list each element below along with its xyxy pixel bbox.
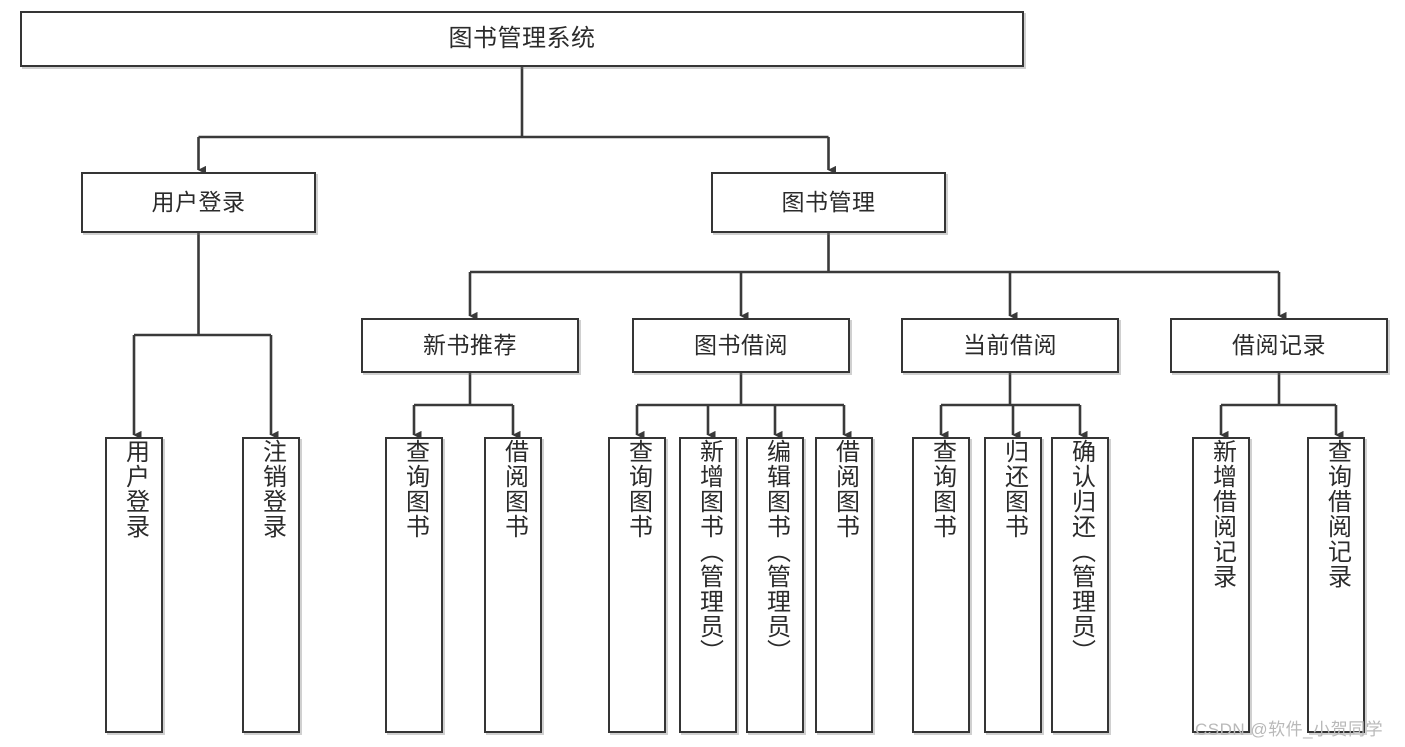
node-label: 借阅图书 [831, 439, 859, 539]
node-new_book_rec[interactable]: 新书推荐 [361, 318, 579, 373]
edge-group [132, 67, 1344, 440]
node-label: 当前借阅 [963, 332, 1057, 359]
node-label: 查询图书 [928, 439, 956, 539]
node-leaf_q2[interactable]: 查询图书 [608, 437, 666, 733]
node-label: 图书管理 [781, 189, 876, 216]
node-root[interactable]: 图书管理系统 [20, 11, 1024, 67]
node-label: 查询图书 [624, 439, 652, 539]
node-leaf_b1[interactable]: 借阅图书 [484, 437, 542, 733]
node-leaf_return[interactable]: 归还图书 [984, 437, 1042, 733]
node-label: 图书管理系统 [448, 25, 596, 53]
node-label: 借阅图书 [500, 439, 528, 539]
node-label: 编辑图书（管理员） [762, 439, 790, 664]
node-user_login[interactable]: 用户登录 [81, 172, 316, 233]
node-leaf_confirm[interactable]: 确认归还（管理员） [1051, 437, 1109, 733]
node-label: 用户登录 [151, 189, 246, 216]
node-leaf_login[interactable]: 用户登录 [105, 437, 163, 733]
node-label: 新增借阅记录 [1208, 439, 1236, 589]
node-label: 新增图书（管理员） [695, 439, 723, 664]
node-borrow_record[interactable]: 借阅记录 [1170, 318, 1388, 373]
node-label: 图书借阅 [694, 332, 788, 359]
node-label: 用户登录 [121, 439, 149, 539]
node-label: 借阅记录 [1232, 332, 1326, 359]
node-book_mgmt[interactable]: 图书管理 [711, 172, 946, 233]
node-label: 归还图书 [1000, 439, 1028, 539]
node-label: 新书推荐 [423, 332, 517, 359]
node-leaf_q3[interactable]: 查询图书 [912, 437, 970, 733]
node-leaf_addrec[interactable]: 新增借阅记录 [1192, 437, 1250, 733]
csdn-watermark: CSDN @软件_小贺同学 [1195, 720, 1384, 739]
node-leaf_qrec[interactable]: 查询借阅记录 [1307, 437, 1365, 733]
node-leaf_edit[interactable]: 编辑图书（管理员） [746, 437, 804, 733]
node-leaf_logout[interactable]: 注销登录 [242, 437, 300, 733]
node-label: 确认归还（管理员） [1067, 439, 1095, 664]
node-label: 查询图书 [401, 439, 429, 539]
node-book_borrow[interactable]: 图书借阅 [632, 318, 850, 373]
node-current_borrow[interactable]: 当前借阅 [901, 318, 1119, 373]
node-label: 查询借阅记录 [1323, 439, 1351, 589]
node-label: 注销登录 [258, 439, 286, 539]
node-leaf_add[interactable]: 新增图书（管理员） [679, 437, 737, 733]
node-leaf_q1[interactable]: 查询图书 [385, 437, 443, 733]
node-leaf_b2[interactable]: 借阅图书 [815, 437, 873, 733]
